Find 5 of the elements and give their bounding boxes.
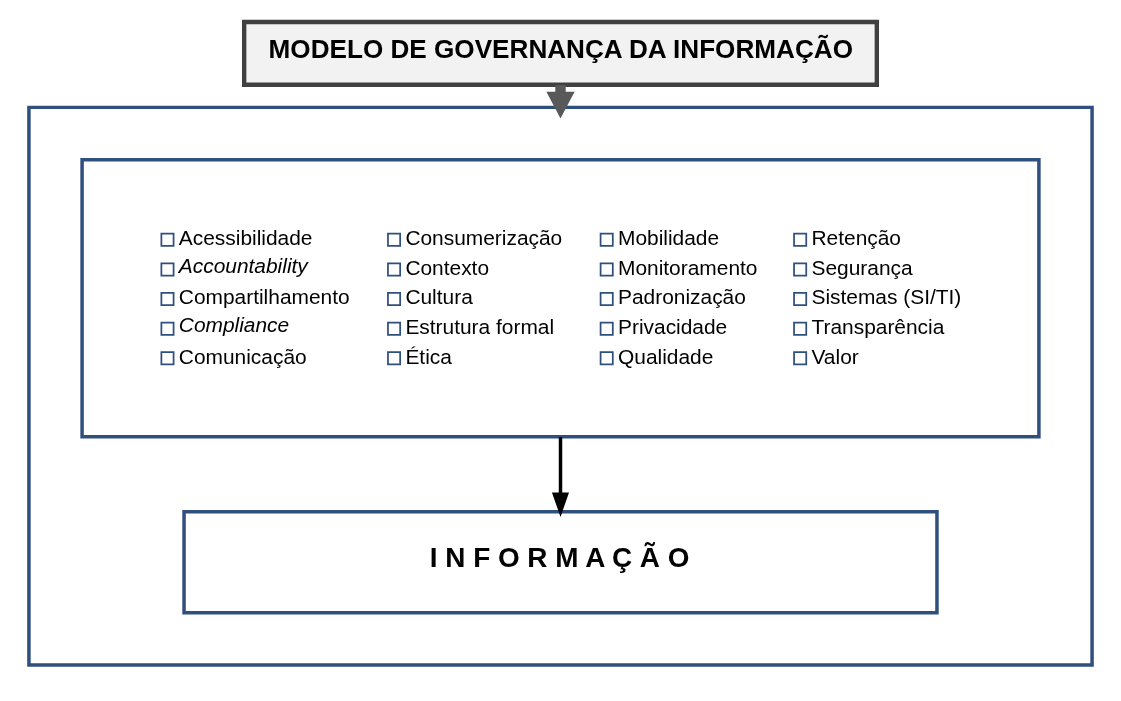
node-box: I N F O R M A Ç Ã O <box>182 509 939 615</box>
node-box: MODELO DE GOVERNANÇA DA INFORMAÇÃO <box>242 19 879 87</box>
node-box: Acessibilidade Accountability Compartilhamento Compliance Comunicação Consumerização Contexto Cultura Estrutura formal Ética Mobilidade Monitoramento Padronização Privacidade Qualidade Retenção Segurança Sistemas (SI/TI) Transparência Valor <box>80 157 1041 439</box>
arrow <box>551 437 570 517</box>
cluster <box>27 105 1094 667</box>
